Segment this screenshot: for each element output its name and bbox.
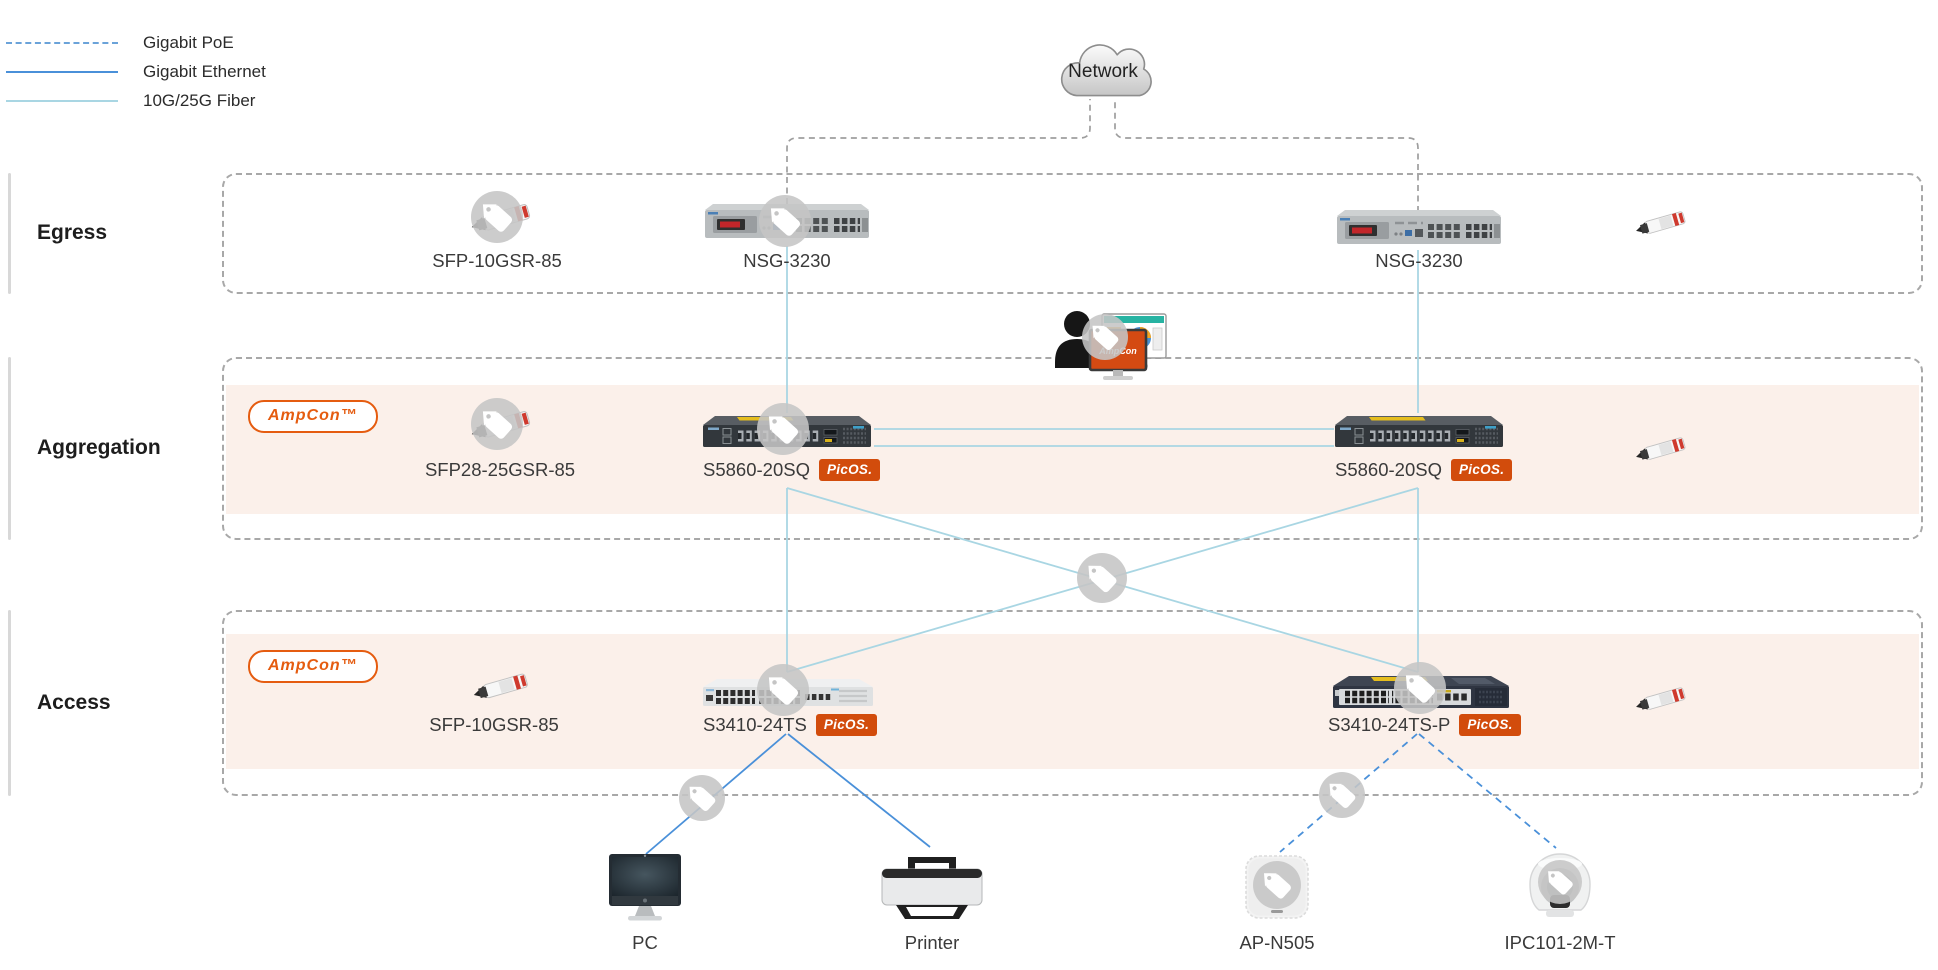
picos-badge: PicOS.	[1459, 714, 1521, 736]
device-label: SFP28-25GSR-85	[424, 459, 576, 480]
device-label: NSG-3230	[743, 250, 831, 271]
aggregation-switch-right	[1335, 410, 1503, 455]
product-tag-icon[interactable]	[1077, 553, 1127, 603]
device-label-row: S3410-24TS-P PicOS.	[1328, 714, 1521, 736]
sfp-transceiver-icon	[465, 668, 535, 707]
legend-label: 10G/25G Fiber	[143, 90, 256, 110]
access-spare-module	[1628, 682, 1692, 723]
ampcon-badge: AmpCon™	[248, 400, 378, 433]
endpoint-printer	[880, 855, 984, 926]
device-label: S5860-20SQ	[703, 459, 810, 480]
product-tag-icon[interactable]	[759, 195, 811, 247]
egress-gateway-right	[1335, 206, 1503, 253]
access-side-bar	[8, 610, 11, 796]
product-tag-icon[interactable]	[1538, 860, 1582, 904]
access-managed-band	[226, 634, 1919, 769]
ethernet-line-sample-icon	[6, 70, 118, 73]
endpoint-label: AP-N505	[1239, 932, 1315, 953]
picos-badge: PicOS.	[1450, 459, 1513, 481]
device-label: S3410-24TS-P	[1328, 714, 1451, 735]
device-label: NSG-3230	[1375, 250, 1463, 271]
access-sfp-module	[465, 668, 535, 712]
cloud-icon	[1060, 44, 1152, 97]
egress-layer-box	[222, 173, 1923, 294]
poe-line-sample-icon	[6, 41, 118, 44]
product-tag-icon[interactable]	[1082, 314, 1128, 360]
product-tag-icon[interactable]	[757, 664, 809, 716]
egress-layer-label: Egress	[37, 221, 108, 244]
egress-side-bar	[8, 173, 11, 294]
product-tag-icon[interactable]	[1253, 861, 1301, 909]
aggregation-side-bar	[8, 357, 11, 540]
legend: Gigabit PoE Gigabit Ethernet 10G/25G Fib…	[6, 28, 266, 115]
device-label: S5860-20SQ	[1335, 459, 1442, 480]
pc-icon	[609, 854, 681, 921]
security-gateway-icon	[1335, 206, 1503, 248]
product-tag-icon[interactable]	[679, 775, 725, 821]
printer-icon	[881, 857, 983, 919]
legend-row-ethernet: Gigabit Ethernet	[6, 57, 266, 86]
aggregation-switch-icon	[1335, 410, 1503, 450]
device-label: SFP-10GSR-85	[429, 714, 559, 735]
legend-row-fiber: 10G/25G Fiber	[6, 86, 266, 115]
device-label: SFP-10GSR-85	[432, 250, 562, 271]
product-tag-icon[interactable]	[471, 398, 523, 450]
sfp-transceiver-icon	[1628, 206, 1692, 242]
access-layer-box	[222, 610, 1923, 796]
product-tag-icon[interactable]	[471, 191, 523, 243]
egress-spare-module	[1628, 206, 1692, 247]
cloud-to-left-gateway-line	[786, 99, 1091, 204]
cloud-label: Network	[1068, 61, 1138, 82]
aggregation-spare-module	[1628, 432, 1692, 473]
device-label: S3410-24TS	[703, 714, 807, 735]
picos-badge: PicOS.	[818, 459, 881, 481]
product-tag-icon[interactable]	[1394, 662, 1446, 714]
endpoint-label: IPC101-2M-T	[1504, 932, 1616, 953]
legend-row-poe: Gigabit PoE	[6, 28, 266, 57]
fiber-line-sample-icon	[6, 99, 118, 102]
cloud-to-right-gateway-line	[1114, 99, 1419, 212]
endpoint-label: PC	[632, 932, 658, 953]
endpoint-pc	[607, 852, 683, 929]
device-label-row: S3410-24TS PicOS.	[703, 714, 878, 736]
network-cloud: Network	[1046, 30, 1160, 102]
aggregation-layer-label: Aggregation	[37, 436, 161, 459]
legend-label: Gigabit PoE	[143, 32, 234, 52]
device-label-row: S5860-20SQ PicOS.	[1335, 459, 1513, 481]
picos-badge: PicOS.	[815, 714, 878, 736]
product-tag-icon[interactable]	[1319, 772, 1365, 818]
product-tag-icon[interactable]	[757, 403, 809, 455]
sfp-transceiver-icon	[1628, 682, 1692, 718]
access-layer-label: Access	[37, 691, 111, 714]
legend-label: Gigabit Ethernet	[143, 61, 266, 81]
endpoint-label: Printer	[904, 932, 960, 953]
ampcon-badge: AmpCon™	[248, 650, 378, 683]
device-label-row: S5860-20SQ PicOS.	[703, 459, 881, 481]
sfp-transceiver-icon	[1628, 432, 1692, 468]
